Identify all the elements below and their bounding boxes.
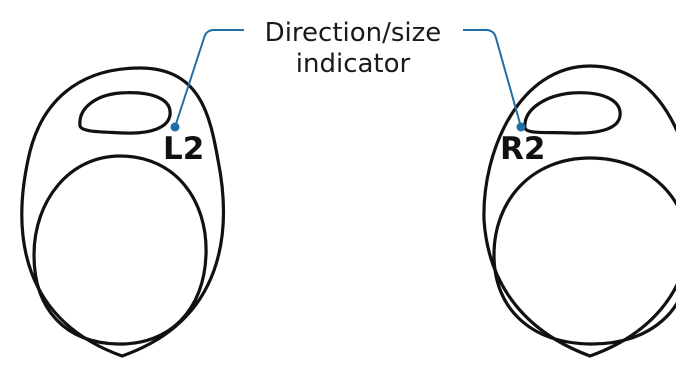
right-leader-line xyxy=(463,29,522,128)
callout-label: Direction/size indicator xyxy=(265,18,442,79)
right-ear-tip-inner-cavity xyxy=(492,156,676,346)
left-leader-dot xyxy=(170,122,180,132)
left-ear-tip-upper-opening xyxy=(78,91,172,135)
left-leader-line xyxy=(174,29,244,128)
left-ear-tip-outer-outline xyxy=(20,66,226,358)
right-ear-tip: R2 xyxy=(482,64,676,358)
callout-line-1: Direction/size xyxy=(265,18,442,48)
callout-line-2: indicator xyxy=(296,49,411,79)
right-size-indicator: R2 xyxy=(500,131,545,167)
right-ear-tip-outer-outline xyxy=(482,64,676,358)
left-size-indicator: L2 xyxy=(163,131,204,167)
right-leader-dot xyxy=(516,122,526,132)
left-ear-tip-inner-cavity xyxy=(32,154,208,346)
right-ear-tip-upper-opening xyxy=(523,91,622,135)
left-ear-tip: L2 xyxy=(20,66,226,358)
